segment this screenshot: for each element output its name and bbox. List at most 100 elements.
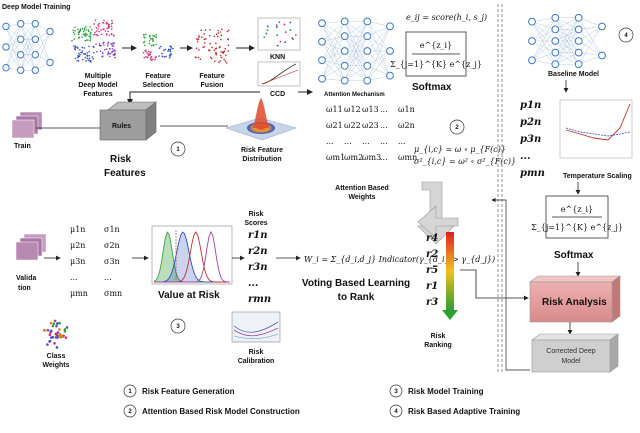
network-node bbox=[386, 71, 394, 80]
feature-point bbox=[83, 53, 85, 55]
network-node bbox=[318, 74, 326, 83]
validation-image-stack bbox=[15, 233, 47, 261]
feature-point bbox=[107, 25, 110, 28]
baseline-network-icon bbox=[528, 13, 606, 69]
feature-fusion-label-2: Fusion bbox=[201, 82, 224, 89]
network-edge bbox=[531, 21, 556, 42]
ccd-label: CCD bbox=[270, 91, 285, 98]
selected-point bbox=[142, 51, 145, 54]
knn-point bbox=[284, 31, 287, 34]
selected-point bbox=[158, 47, 161, 49]
feature-point bbox=[109, 47, 111, 50]
probability-value: ... bbox=[520, 151, 530, 162]
weight-cell: ... bbox=[380, 137, 388, 146]
class-weight-dot bbox=[49, 329, 53, 333]
class-weight-dot bbox=[58, 328, 61, 331]
weight-cell: ω21 bbox=[326, 121, 343, 130]
feature-point bbox=[83, 28, 86, 31]
network-node bbox=[2, 63, 10, 72]
feature-point bbox=[107, 30, 109, 33]
fused-point bbox=[219, 31, 222, 33]
feature-point bbox=[102, 21, 104, 24]
feature-point bbox=[81, 27, 84, 30]
network-edge bbox=[555, 29, 579, 65]
network-node bbox=[528, 56, 536, 65]
arrow-feedback bbox=[491, 197, 530, 371]
feature-point bbox=[85, 29, 87, 31]
network-node bbox=[2, 22, 10, 31]
feature-point bbox=[94, 19, 97, 21]
sigma-value: σ1n bbox=[104, 225, 120, 234]
class-weight-dot bbox=[56, 322, 59, 325]
fused-point bbox=[203, 45, 206, 48]
calibration-curve-2 bbox=[233, 327, 279, 337]
softmax-denominator: Σ_{j=1}^{K} e^{z_j} bbox=[390, 60, 482, 69]
fused-point bbox=[223, 50, 226, 52]
feature-point bbox=[74, 57, 77, 60]
legend-step-number: 4 bbox=[394, 409, 398, 415]
feature-point bbox=[72, 31, 75, 34]
class-weight-dot bbox=[48, 333, 52, 337]
step-1-marker bbox=[170, 141, 186, 157]
fused-point bbox=[202, 46, 204, 48]
feature-point bbox=[103, 44, 105, 46]
fused-point bbox=[228, 29, 230, 32]
selected-point bbox=[152, 58, 154, 61]
validation-label-2: tion bbox=[18, 285, 31, 292]
selected-point bbox=[144, 49, 146, 52]
selected-point bbox=[143, 44, 146, 47]
weight-cell: ω1n bbox=[398, 105, 415, 114]
feature-point bbox=[72, 29, 74, 32]
probability-value: p3n bbox=[520, 134, 541, 145]
selected-point bbox=[165, 55, 167, 58]
feature-point bbox=[106, 53, 109, 56]
legend-step-marker bbox=[389, 404, 403, 418]
selected-point bbox=[163, 56, 166, 58]
network-node bbox=[31, 35, 40, 43]
rank-item: r4 bbox=[426, 233, 438, 244]
network-edge bbox=[321, 21, 345, 42]
legend-step-label: Risk Based Adaptive Training bbox=[408, 407, 520, 416]
fused-point bbox=[222, 52, 225, 54]
network-edge bbox=[367, 26, 391, 37]
feature-point bbox=[79, 28, 82, 30]
network-node bbox=[551, 13, 560, 22]
network-edge bbox=[321, 65, 345, 79]
legend-step-marker bbox=[123, 404, 137, 418]
network-edge bbox=[321, 23, 345, 66]
probability-value: p2n bbox=[520, 117, 541, 128]
network-node bbox=[574, 48, 583, 57]
network-node bbox=[318, 37, 326, 46]
fused-point bbox=[223, 58, 225, 61]
feature-point bbox=[111, 51, 113, 54]
feature-selection-scatter bbox=[142, 33, 174, 62]
feature-point bbox=[106, 27, 109, 30]
weight-cell: ... bbox=[326, 137, 334, 146]
feature-point bbox=[77, 54, 80, 57]
feature-point bbox=[85, 39, 88, 41]
legend-step-label: Risk Model Training bbox=[408, 387, 484, 396]
corrected-model-label-1: Corrected Deep bbox=[546, 348, 596, 355]
attention-mechanism-label: Attention Mechanism bbox=[324, 92, 385, 98]
knn-point bbox=[265, 32, 268, 35]
feature-point bbox=[95, 27, 98, 29]
feature-point bbox=[78, 52, 80, 55]
fused-point bbox=[213, 35, 216, 38]
network-edge bbox=[20, 39, 36, 71]
network-node bbox=[551, 60, 560, 69]
step-4-number: 4 bbox=[624, 33, 628, 39]
selected-point bbox=[169, 55, 171, 57]
network-edge bbox=[367, 36, 391, 52]
risk-features-label-2: Features bbox=[104, 168, 146, 179]
network-edge bbox=[531, 17, 556, 61]
step-1-number: 1 bbox=[176, 147, 180, 153]
feature-point bbox=[95, 30, 98, 32]
weight-cell: ... bbox=[344, 137, 352, 146]
feature-point bbox=[97, 28, 99, 30]
network-edge bbox=[35, 31, 51, 71]
fused-point bbox=[204, 38, 207, 40]
feature-point bbox=[111, 47, 114, 50]
